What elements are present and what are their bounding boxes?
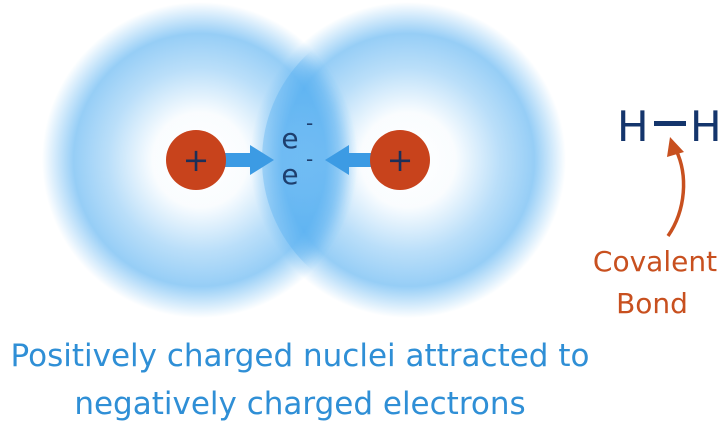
electron-top: e -: [281, 111, 313, 155]
electron-bottom: e -: [281, 147, 313, 191]
nucleus-right: +: [370, 130, 430, 190]
caption-line-1: Positively charged nuclei attracted to: [10, 338, 590, 374]
caption-line-2: negatively charged electrons: [74, 386, 526, 422]
structural-formula: H H: [617, 102, 720, 151]
arrow-left-to-electrons: [218, 145, 274, 175]
electron-bottom-charge: -: [306, 147, 313, 171]
formula-bond-line: [654, 121, 686, 126]
nucleus-right-charge: +: [387, 141, 414, 179]
bond-pointer-arrow: [666, 137, 686, 237]
formula-atom-right: H: [690, 102, 720, 151]
electron-bottom-symbol: e: [281, 158, 298, 191]
electron-top-charge: -: [306, 111, 313, 135]
formula-atom-left: H: [617, 102, 649, 151]
bond-label-line2: Bond: [616, 287, 688, 320]
nucleus-left-charge: +: [183, 141, 210, 179]
electron-top-symbol: e: [281, 122, 298, 155]
nucleus-left: +: [166, 130, 226, 190]
bond-label-line1: Covalent: [593, 245, 717, 278]
